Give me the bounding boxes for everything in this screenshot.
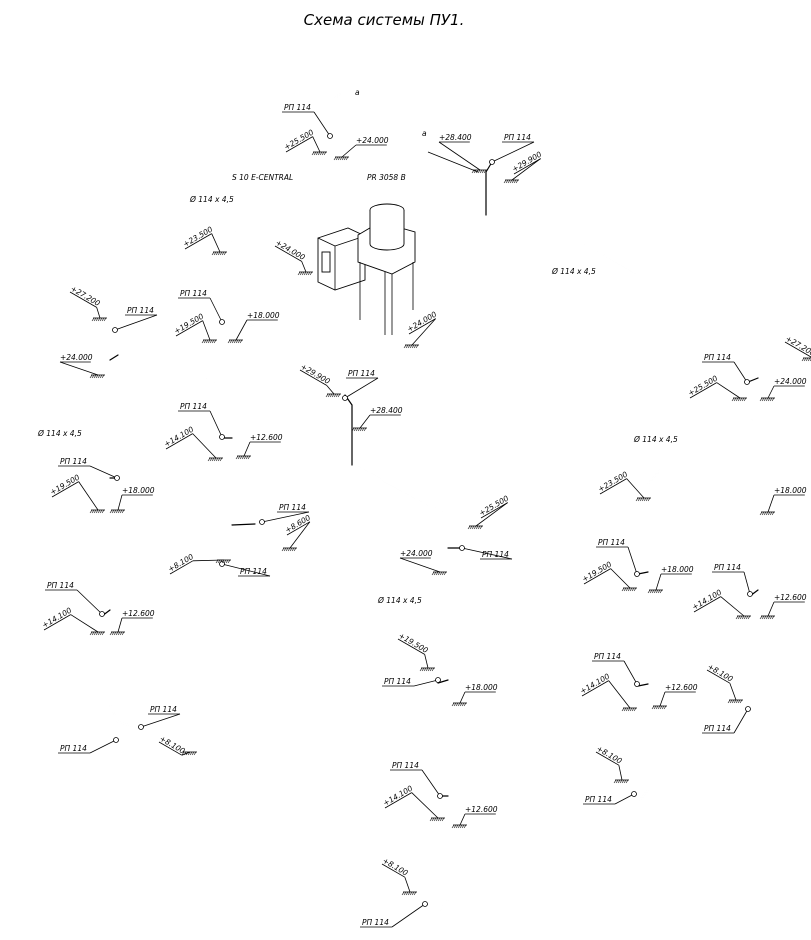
level-12600-right: +12.600 — [774, 593, 807, 602]
valve-callout-left-bottom: РП 114 — [60, 744, 87, 753]
level-8100-right-inner: +8.100 — [595, 744, 624, 766]
valve-callout-center-bottom: РП 114 — [362, 918, 389, 927]
valve-callout-center-18: РП 114 — [384, 677, 411, 686]
level-29900-top: +29.900 — [511, 150, 544, 174]
break-mark-right: a — [422, 129, 427, 138]
level-24000-top: +24.000 — [356, 136, 389, 145]
level-23500-left: +23.500 — [182, 225, 215, 249]
valve-callout-middle: РП 114 — [348, 369, 375, 378]
valve-callout-right-81: РП 114 — [704, 724, 731, 733]
level-14100-right-inner: +14.100 — [579, 672, 612, 696]
valve-symbol — [342, 395, 348, 401]
valve-callout-right-19: РП 114 — [598, 538, 625, 547]
valve-callout-right-bottom: РП 114 — [585, 795, 612, 804]
valve-callout-right-14b: РП 114 — [594, 652, 621, 661]
pipe-spec-center: Ø 114 x 4,5 — [377, 596, 422, 605]
valve-symbol — [422, 901, 428, 907]
break-mark-top: a — [355, 88, 360, 97]
level-29900-mid: +29.900 — [299, 362, 332, 386]
level-8100-right: +8.100 — [706, 662, 735, 684]
level-25500-right: +25.500 — [687, 374, 720, 398]
valve-callout-left-14: РП 114 — [180, 402, 207, 411]
level-12600-leftmid: +12.600 — [250, 433, 283, 442]
level-8100-left: +8.100 — [158, 734, 187, 756]
valve-callout-left-upper: РП 114 — [127, 306, 154, 315]
level-12600-left: +12.600 — [122, 609, 155, 618]
level-14100-left: +14.100 — [41, 606, 74, 630]
level-12600-right-inner: +12.600 — [665, 683, 698, 692]
valve-symbol — [112, 327, 118, 333]
level-18000-center: +18.000 — [465, 683, 498, 692]
level-19500-center: +19.500 — [397, 631, 430, 655]
pipe-spec-right: Ø 114 x 4,5 — [633, 435, 678, 444]
valve-callout-left-86: РП 114 — [279, 503, 306, 512]
valve-symbol — [219, 319, 225, 325]
controller-unit — [317, 227, 366, 291]
level-18000-right-inner: +18.000 — [661, 565, 694, 574]
level-8100-leftmid: +8.100 — [167, 552, 196, 574]
valve-symbol — [745, 706, 751, 712]
pipe-network — [101, 93, 761, 911]
valve-symbol — [634, 681, 640, 687]
equipment-group — [317, 203, 416, 335]
tank-unit — [357, 203, 416, 335]
level-24000-left: +24.000 — [60, 353, 93, 362]
level-27200-left: +27.200 — [69, 284, 102, 308]
pipe-spec-upper-left: Ø 114 x 4,5 — [189, 195, 234, 204]
tank-label: PR 3058 B — [367, 173, 406, 182]
valve-callout-center-25: РП 114 — [482, 550, 509, 559]
valve-symbol — [219, 434, 225, 440]
controller-label: S 10 E-CENTRAL — [232, 173, 293, 182]
level-19500-left: +19.500 — [49, 473, 82, 497]
valve-symbol — [138, 724, 144, 730]
valve-symbol — [437, 793, 443, 799]
valve-callout-left-19: РП 114 — [60, 457, 87, 466]
valve-symbol — [634, 571, 640, 577]
level-8100-center: +8.100 — [381, 856, 410, 878]
level-24000-right: +24.000 — [774, 377, 807, 386]
valve-symbol — [459, 545, 465, 551]
level-24000-equip: +24.000 — [274, 238, 307, 262]
level-28400-mid: +28.400 — [370, 406, 403, 415]
level-24000-center: +24.000 — [400, 549, 433, 558]
level-19500-leftmid: +19.500 — [173, 312, 206, 336]
valve-symbol — [327, 133, 333, 139]
level-28400-top: +28.400 — [439, 133, 472, 142]
valve-symbol — [435, 677, 441, 683]
valve-callout-right-upper: РП 114 — [704, 353, 731, 362]
level-14100-right: +14.100 — [691, 588, 724, 612]
level-14100-center: +14.100 — [382, 784, 415, 808]
level-25500-top: +25.500 — [283, 128, 316, 152]
valve-callout-top-left: РП 114 — [284, 103, 311, 112]
valve-symbol — [259, 519, 265, 525]
annotations: РП 114 РП 114 РП 114 РП 114 РП 114 РП 114 РП 1… — [41, 103, 811, 928]
level-25500-center: +25.500 — [478, 494, 511, 518]
level-14100-leftmid: +14.100 — [163, 425, 196, 449]
level-23500-right: +23.500 — [597, 470, 630, 494]
level-18000-left: +18.000 — [122, 486, 155, 495]
valve-symbol — [219, 561, 225, 567]
scheme-title: Схема системы ПУ1. — [304, 11, 465, 29]
level-12600-center: +12.600 — [465, 805, 498, 814]
level-19500-right: +19.500 — [581, 560, 614, 584]
valve-callout-left-81b: РП 114 — [150, 705, 177, 714]
valve-symbol — [114, 475, 120, 481]
valve-symbol — [747, 591, 753, 597]
valve-symbol — [744, 379, 750, 385]
valve-callout-top-right: РП 114 — [504, 133, 531, 142]
valve-symbol — [99, 611, 105, 617]
valve-symbol — [113, 737, 119, 743]
valve-symbol — [489, 159, 495, 165]
level-18000-leftmid: +18.000 — [247, 311, 280, 320]
pipe-spec-left: Ø 114 x 4,5 — [37, 429, 82, 438]
valve-symbol — [631, 791, 637, 797]
valve-callout-center-14: РП 114 — [392, 761, 419, 770]
level-18000-right: +18.000 — [774, 486, 807, 495]
valve-callout-left-14b: РП 114 — [47, 581, 74, 590]
valve-callout-left-mid: РП 114 — [180, 289, 207, 298]
pipe-spec-upper-right: Ø 114 x 4,5 — [551, 267, 596, 276]
valve-callout-right-14: РП 114 — [714, 563, 741, 572]
